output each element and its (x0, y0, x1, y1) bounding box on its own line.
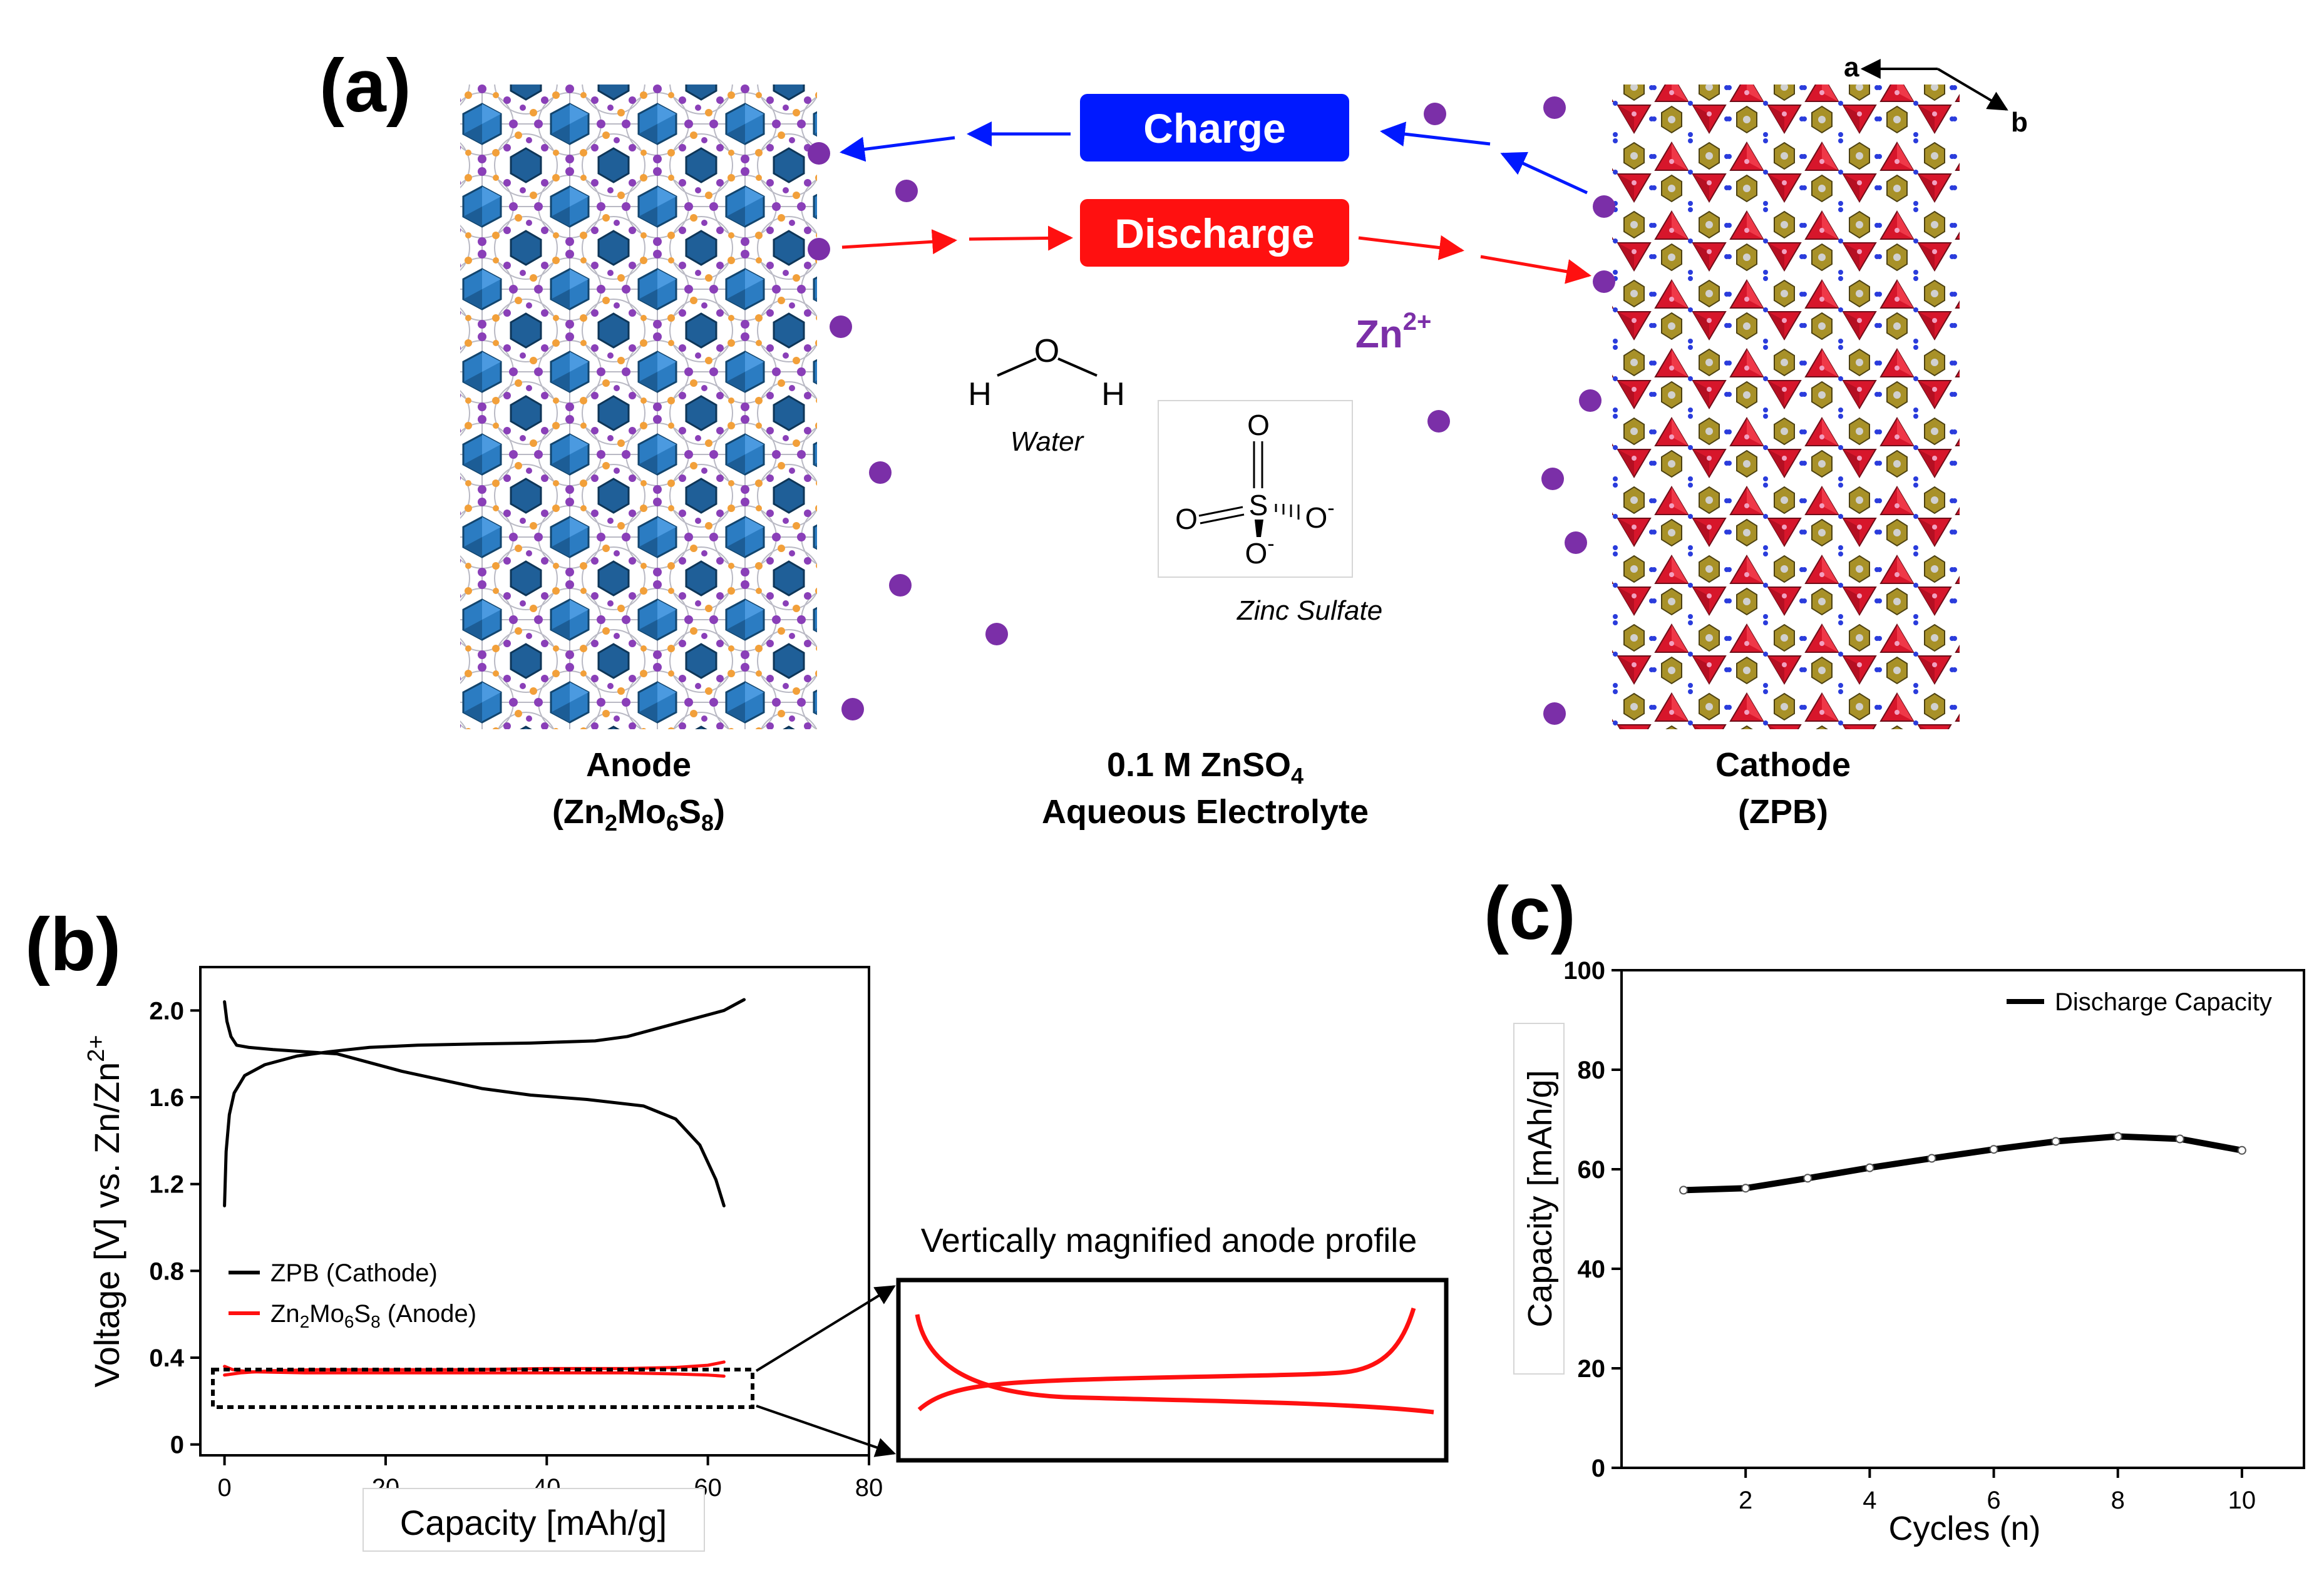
cathode-crystal-image (1612, 85, 1960, 729)
chart-c-xlabel: Cycles (n) (1888, 1510, 2040, 1547)
water-molecule: O H H Water (968, 333, 1125, 457)
cathode-caption: Cathode (1715, 746, 1851, 784)
data-point (1803, 1174, 1812, 1183)
anode-formula: (Zn2Mo6S8) (552, 793, 725, 836)
zinc-sulfate-structure: O S O O- O- Zinc Sulfate (1158, 400, 1382, 626)
data-point (2175, 1134, 2184, 1144)
sulfate-oxygen-top: O (1247, 409, 1270, 441)
sulfate-wedge-bond (1255, 520, 1263, 537)
y-tick-label: 0 (1591, 1455, 1605, 1482)
charge-arrows (840, 121, 1588, 195)
chart-b-xlabel: Capacity [mAh/g] (400, 1503, 667, 1542)
water-caption: Water (1010, 426, 1085, 457)
lattice-axes: a b (1844, 52, 2028, 138)
zoom-arrow-top (755, 1285, 896, 1372)
sulfate-oxygen-left: O (1175, 503, 1198, 535)
series-line-3 (223, 1360, 726, 1377)
anode-crystal-image (460, 85, 817, 729)
data-point (1989, 1145, 1998, 1154)
y-tick-label: 0.4 (149, 1345, 184, 1372)
sulfate-oxygen-right: O- (1305, 496, 1334, 534)
sulfate-hashed-bond (1275, 504, 1300, 520)
inset-anode-discharge (915, 1314, 1434, 1415)
chart-c-ylabel-frame (1513, 1023, 1565, 1375)
y-tick-label: 20 (1578, 1355, 1606, 1383)
data-point (2237, 1145, 2246, 1155)
chart-b-ticks: 02040608000.40.81.21.62.0 (149, 997, 883, 1502)
zinc-ion-label: Zn2+ (1355, 308, 1431, 356)
chart-b-series (223, 998, 746, 1378)
y-tick-label: 2.0 (149, 997, 184, 1025)
data-point (1865, 1163, 1874, 1172)
electrolyte-caption: Aqueous Electrolyte (1042, 793, 1369, 831)
sulfate-frame (1158, 400, 1353, 578)
chart-c-plot-frame (1620, 969, 2305, 1469)
sulfate-oxygen-bottom: O- (1245, 532, 1274, 570)
water-hydrogen-right: H (1101, 376, 1125, 412)
cathode-formula: (ZPB) (1738, 793, 1828, 831)
legend-cathode-label: ZPB (Cathode) (270, 1259, 438, 1287)
y-tick-label: 100 (1563, 957, 1605, 985)
data-point (1679, 1186, 1689, 1195)
x-tick-label: 4 (1863, 1487, 1876, 1514)
anode-zoom-selection (211, 1368, 754, 1409)
chart-b-xlabel-frame (362, 1488, 705, 1552)
x-tick-label: 80 (855, 1474, 883, 1502)
panel-a-label: (a) (319, 44, 411, 128)
discharge-label-box (1080, 199, 1349, 267)
data-point (1741, 1184, 1751, 1193)
charge-label-box (1080, 94, 1349, 161)
axis-b-label: b (2011, 107, 2028, 138)
discharge-label: Discharge (1114, 210, 1314, 257)
data-point (2113, 1132, 2122, 1141)
water-hydrogen-left: H (968, 376, 992, 412)
series-line-2 (223, 1365, 726, 1378)
data-point (2051, 1137, 2060, 1146)
panel-c-label: (c) (1484, 871, 1576, 955)
x-tick-label: 0 (217, 1474, 231, 1502)
x-tick-label: 10 (2228, 1487, 2256, 1514)
legend-discharge-label: Discharge Capacity (2055, 988, 2272, 1016)
sulfate-sulfur: S (1249, 489, 1268, 521)
magnified-anode-inset: Vertically magnified anode profile (755, 1222, 1449, 1463)
charge-label: Charge (1143, 105, 1285, 151)
discharge-arrows (841, 225, 1591, 284)
x-tick-label: 2 (1739, 1487, 1752, 1514)
series-line-0 (1680, 1133, 2245, 1194)
series-line-0 (223, 1000, 726, 1207)
inset-anode-charge (917, 1307, 1416, 1412)
chart-c-series (1679, 1132, 2246, 1195)
inset-title: Vertically magnified anode profile (921, 1222, 1417, 1259)
chart-b-ylabel: Voltage [V] vs. Zn/Zn2+ (83, 1035, 126, 1387)
axis-a-label: a (1844, 52, 1859, 83)
sulfate-caption: Zinc Sulfate (1237, 595, 1382, 626)
zoom-arrow-bottom (756, 1405, 897, 1457)
voltage-profile-chart: 02040608000.40.81.21.62.0 Capacity [mAh/… (83, 966, 883, 1552)
panel-b-label: (b) (25, 903, 121, 986)
y-tick-label: 60 (1578, 1156, 1606, 1184)
data-point (1927, 1154, 1936, 1163)
x-tick-label: 8 (2111, 1487, 2125, 1514)
chart-b-plot-frame (199, 966, 870, 1457)
anode-caption: Anode (586, 746, 691, 784)
water-oxygen: O (1034, 333, 1059, 369)
electrolyte-concentration: 0.1 M ZnSO4 (1107, 746, 1303, 789)
series-line-1 (223, 998, 746, 1207)
legend-anode-label: Zn2Mo6S8 (Anode) (270, 1300, 476, 1331)
zinc-ions (808, 96, 1615, 725)
y-tick-label: 1.6 (149, 1084, 184, 1112)
chart-c-ylabel: Capacity [mAh/g] (1521, 1070, 1559, 1327)
y-tick-label: 40 (1578, 1256, 1606, 1283)
y-tick-label: 0.8 (149, 1258, 184, 1285)
y-tick-label: 80 (1578, 1057, 1606, 1084)
x-tick-label: 6 (1987, 1487, 2000, 1514)
y-tick-label: 0 (170, 1432, 184, 1459)
y-tick-label: 1.2 (149, 1171, 184, 1199)
